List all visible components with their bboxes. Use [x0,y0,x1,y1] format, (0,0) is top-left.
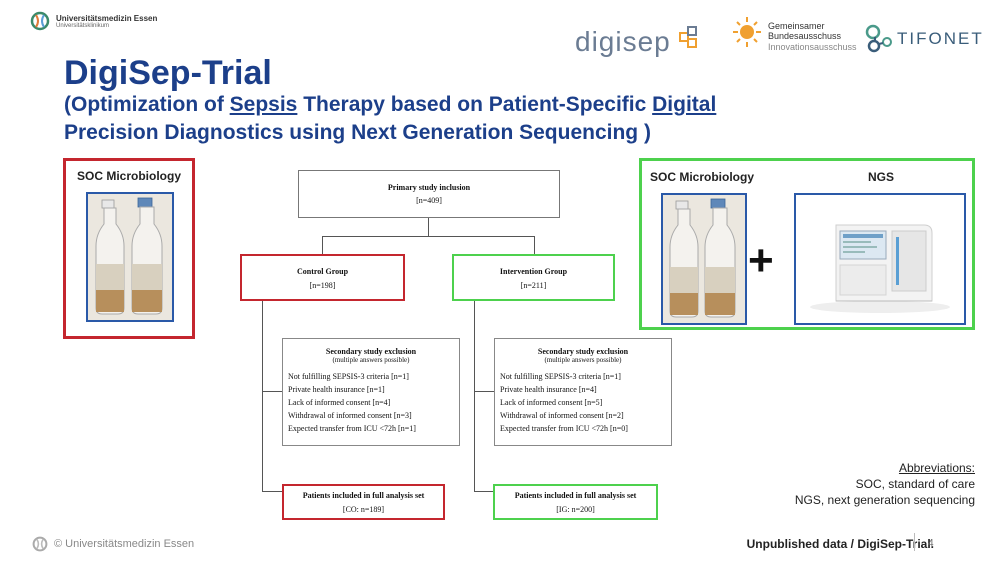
university-sub: Universitätsklinikum [56,22,110,29]
intervention-group-n: [n=211] [520,281,547,290]
flow-line [474,491,493,492]
exclusion-intervention-item: Private health insurance [n=4] [500,385,597,394]
subtitle-part2: Therapy based on Patient-Specific [297,93,653,116]
footer-divider [914,533,915,551]
tifonet-molecule-icon [865,24,892,53]
exclusion-intervention-item: Lack of informed consent [n=5] [500,398,603,407]
university-logo: Universitätsmedizin Essen Universitätskl… [30,10,157,32]
slide-title: DigiSep-Trial [64,54,272,92]
digisep-logo-text: digisep [575,26,671,57]
analysis-control-n: [CO: n=189] [342,505,385,514]
intervention-group-box: Intervention Group [n=211] [452,254,615,301]
analysis-control-title: Patients included in full analysis set [302,491,425,500]
analysis-set-intervention-box: Patients included in full analysis set [… [493,484,658,520]
subtitle-digital: Digital [652,93,717,116]
subtitle-part1: (Optimization of [64,93,230,116]
exclusion-control-item: Not fulfilling SEPSIS-3 criteria [n=1] [288,372,409,381]
footer-copyright: © Universitätsmedizin Essen [32,535,194,553]
exclusion-control-item: Expected transfer from ICU <72h [n=1] [288,424,416,433]
university-logo-icon [30,11,50,31]
control-group-n: [n=198] [309,281,336,290]
gba-line3: Innovationsausschuss [768,41,857,52]
ngs-panel-ngs-label: NGS [868,170,895,184]
exclusion-control-item: Private health insurance [n=1] [288,385,385,394]
flow-line [474,391,495,392]
footer-copyright-text: © Universitätsmedizin Essen [54,538,195,550]
exclusion-control-item: Withdrawal of informed consent [n=3] [288,411,412,420]
abbreviations: Abbreviations: SOC, standard of care NGS… [795,460,975,508]
ngs-panel-soc-label: SOC Microbiology [650,170,755,184]
exclusion-intervention-item: Withdrawal of informed consent [n=2] [500,411,624,420]
primary-inclusion-title: Primary study inclusion [387,183,471,192]
soc-panel-label: SOC Microbiology [76,169,181,183]
analysis-intervention-title: Patients included in full analysis set [514,491,637,500]
subtitle-sepsis: Sepsis [229,93,298,116]
gba-line1: Gemeinsamer [768,21,825,31]
primary-inclusion-box: Primary study inclusion [n=409] [298,170,560,218]
blood-culture-bottles-image [661,193,747,325]
plus-sign: + [748,236,774,285]
exclusion-intervention-title: Secondary study exclusion [537,347,629,356]
exclusion-intervention-subtitle: (multiple answers possible) [544,356,622,364]
tifonet-logo-text: TIFONET [897,29,984,48]
blood-culture-bottles-image [86,192,174,322]
flow-line [474,301,475,491]
gba-sun-icon [733,17,761,47]
intervention-group-title: Intervention Group [499,267,568,276]
analysis-set-control-box: Patients included in full analysis set [… [282,484,445,520]
flow-line [262,301,263,491]
analysis-intervention-n: [IG: n=200] [556,505,595,514]
flow-line [262,391,283,392]
flow-line [534,236,535,254]
abbreviations-title: Abbreviations: [898,461,975,475]
page-number: 4 [928,538,934,549]
exclusion-control-subtitle: (multiple answers possible) [332,356,410,364]
slide-subtitle: (Optimization of Sepsis Therapy based on… [64,91,894,147]
exclusion-control-item: Lack of informed consent [n=4] [288,398,391,407]
university-logo-icon [32,536,48,552]
exclusion-box-control: Secondary study exclusion (multiple answ… [282,338,460,446]
flow-line [322,236,323,254]
control-group-title: Control Group [296,267,349,276]
digisep-logo: digisep [575,26,700,58]
sequencer-machine-image [794,193,966,325]
control-group-box: Control Group [n=198] [240,254,405,301]
exclusion-intervention-item: Not fulfilling SEPSIS-3 criteria [n=1] [500,372,621,381]
ngs-panel: SOC Microbiology NGS + [639,158,975,330]
subtitle-part3: Precision Diagnostics using Next Generat… [64,121,651,144]
exclusion-box-intervention: Secondary study exclusion (multiple answ… [494,338,672,446]
soc-panel: SOC Microbiology [63,158,195,339]
flow-line [428,218,429,236]
exclusion-control-title: Secondary study exclusion [325,347,417,356]
abbreviation-item: SOC, standard of care [855,477,975,491]
university-name: Universitätsmedizin Essen [56,13,158,23]
flow-line [262,491,282,492]
gba-line2: Bundesausschuss [768,31,842,42]
digisep-logo-icon [678,26,697,48]
gba-logo: Gemeinsamer Bundesausschuss Innovationsa… [732,15,857,52]
footer-note: Unpublished data / DigiSep-Trial. [746,537,934,551]
primary-inclusion-n: [n=409] [416,196,442,205]
abbreviation-item: NGS, next generation sequencing [794,493,975,507]
flow-line [322,236,534,237]
tifonet-logo: TIFONET [865,24,984,54]
exclusion-intervention-item: Expected transfer from ICU <72h [n=0] [500,424,628,433]
